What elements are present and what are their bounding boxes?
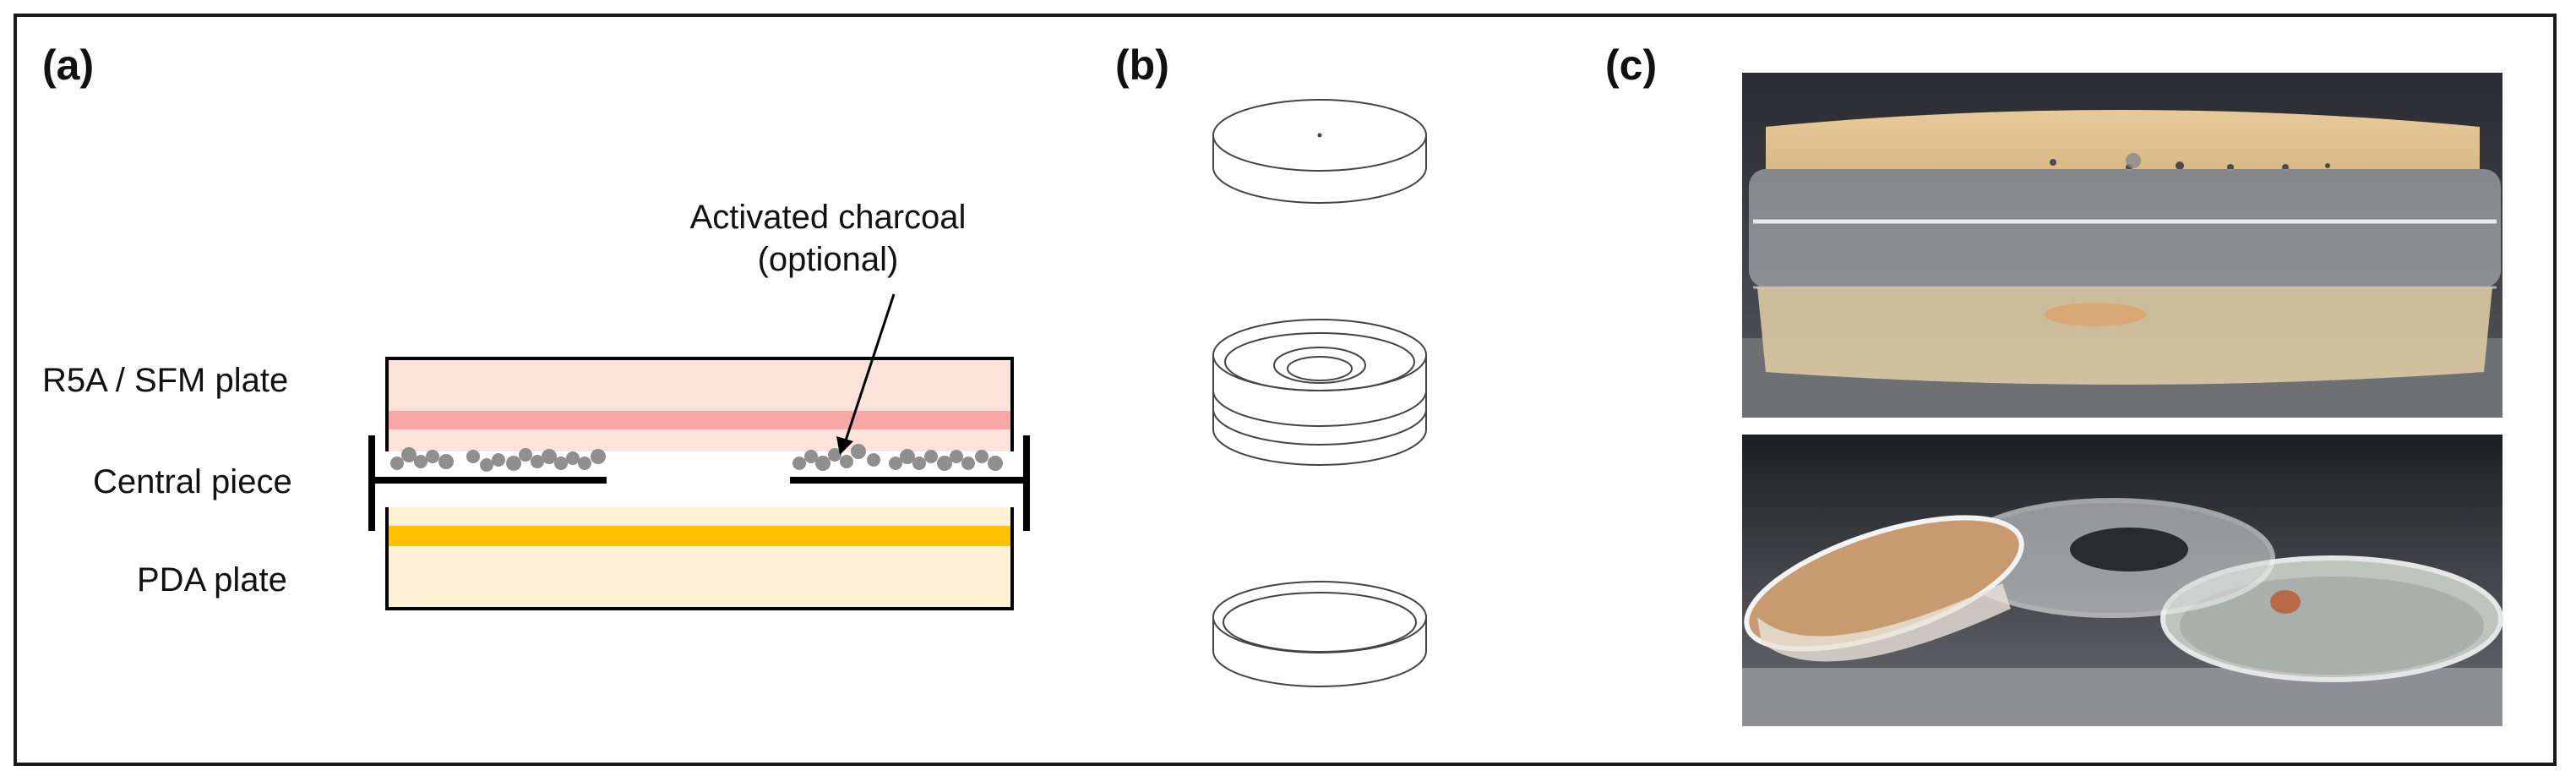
label-pda-plate: PDA plate [137, 561, 287, 599]
annotation-arrow [843, 293, 896, 444]
figure-frame [14, 14, 2557, 766]
annotation-line-2: (optional) [757, 241, 899, 278]
photo-opened-plates [1742, 435, 2503, 726]
bottom-plate-band [387, 526, 1012, 546]
panel-label-a: (a) [42, 41, 95, 89]
exploded-view-b [1212, 99, 1427, 687]
charcoal-left [390, 447, 606, 472]
label-r5a-sfm-plate: R5A / SFM plate [42, 362, 289, 399]
photo-stacked-plates [1742, 73, 2502, 418]
lid-disc [1212, 99, 1427, 204]
annotation-activated-charcoal: Activated charcoal (optional) [651, 196, 1005, 281]
annotation-arrowhead [836, 436, 853, 455]
bottom-dish [1212, 581, 1427, 687]
panel-label-b: (b) [1115, 41, 1169, 89]
bottom-plate-medium [387, 507, 1012, 609]
charcoal-right [792, 444, 1003, 471]
label-central-piece: Central piece [93, 463, 292, 500]
annotation-line-1: Activated charcoal [689, 199, 967, 236]
bottom-plate-outline [385, 507, 1014, 610]
panel-label-c: (c) [1605, 41, 1658, 89]
top-plate-outline [385, 357, 1014, 451]
central-ring-piece [1212, 319, 1427, 466]
top-plate-band [387, 411, 1012, 429]
top-plate-medium [387, 358, 1012, 451]
